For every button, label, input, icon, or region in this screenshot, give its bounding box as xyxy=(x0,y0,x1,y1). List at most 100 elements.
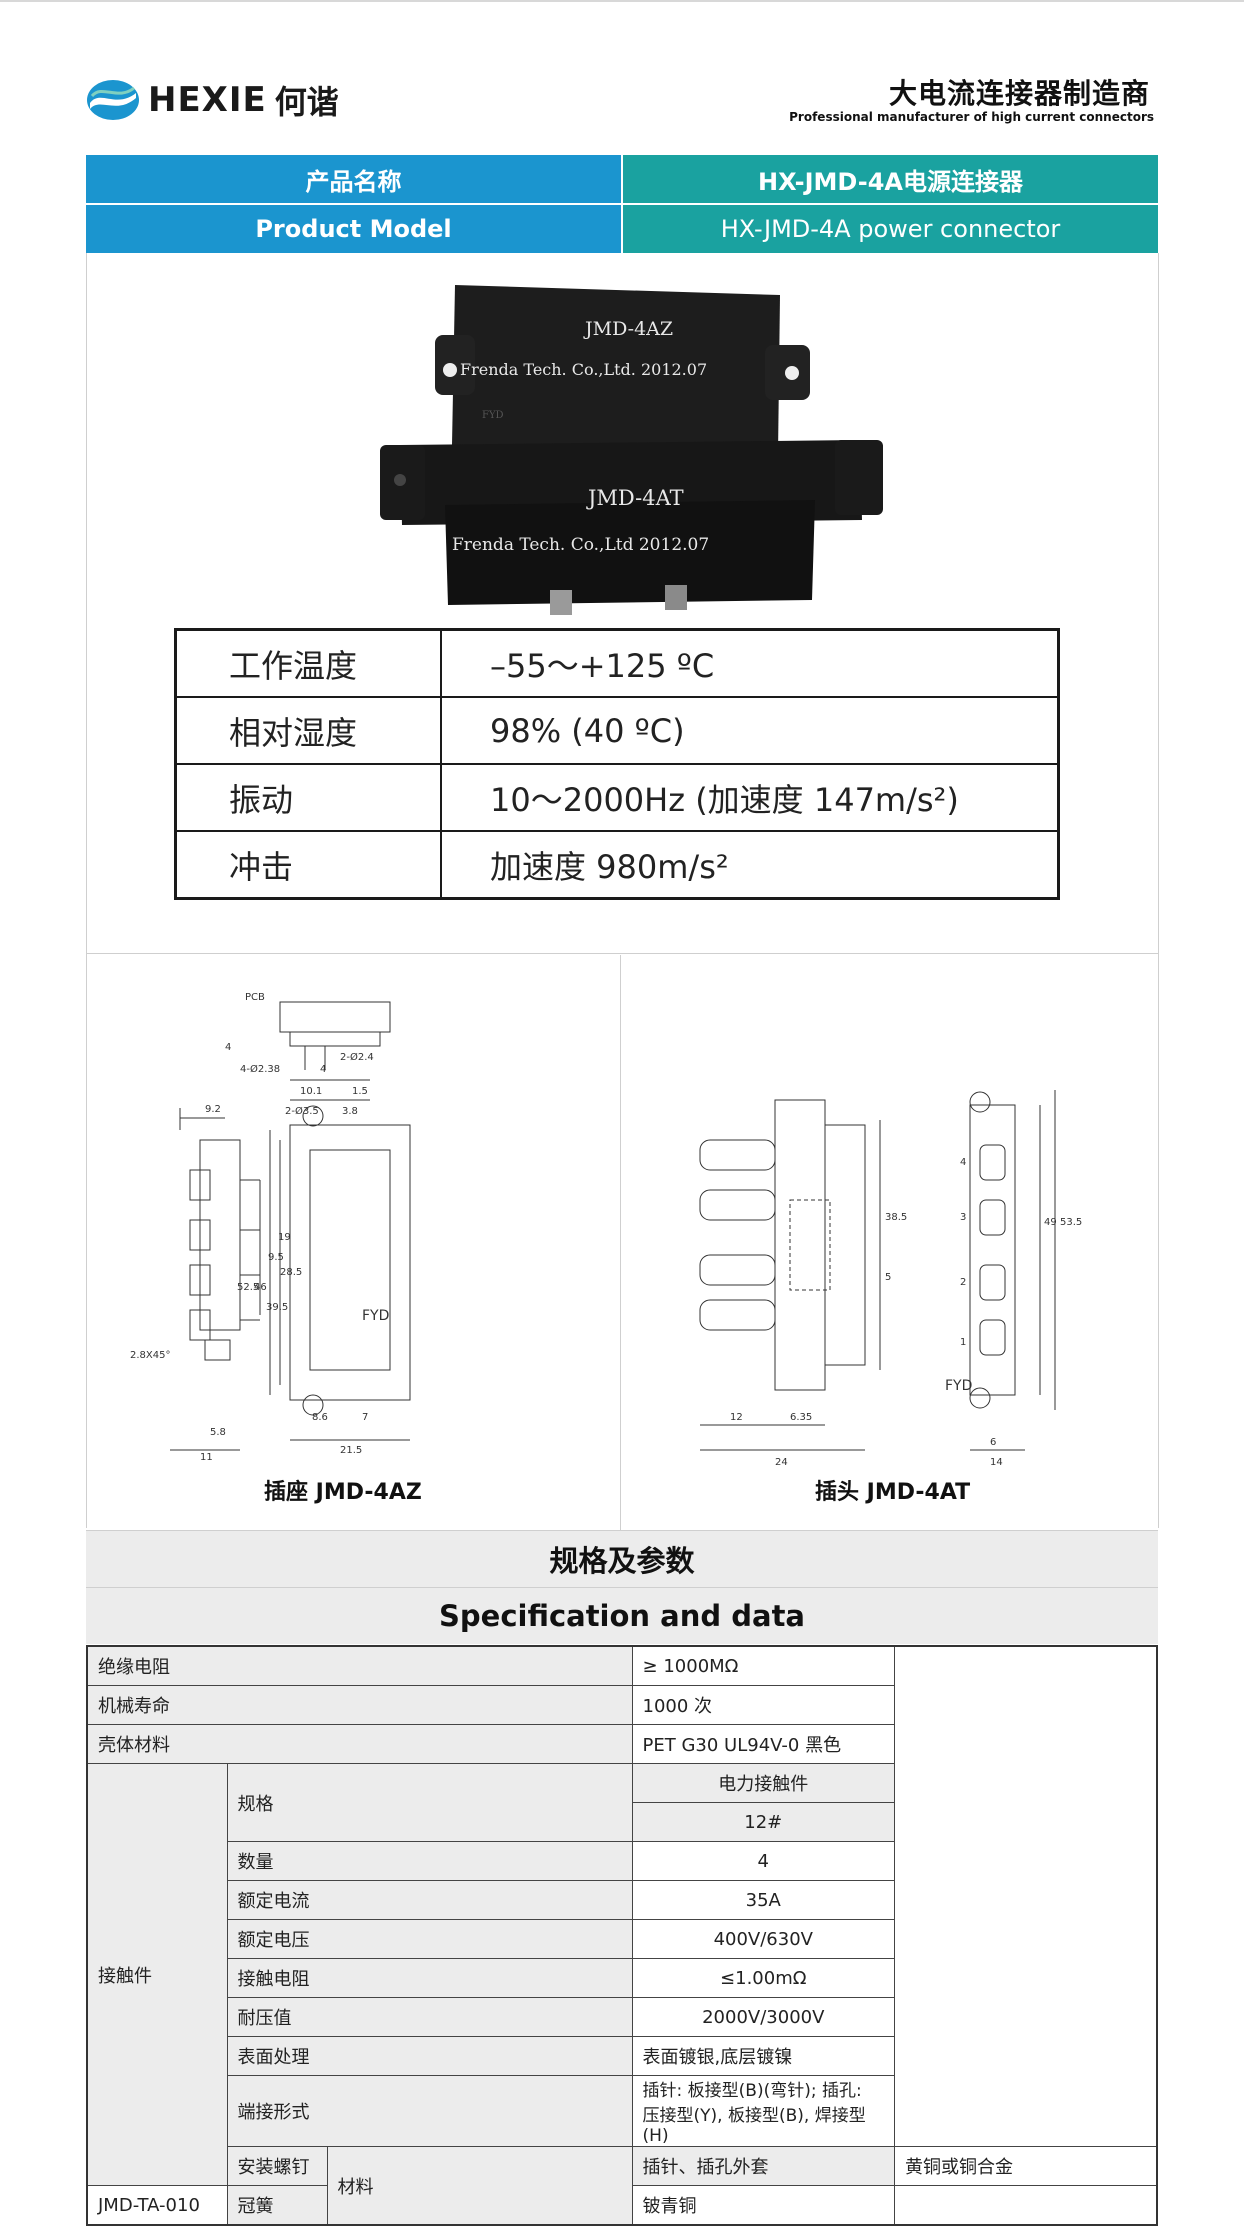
frame-right-border xyxy=(1158,253,1159,1528)
dim-label: 39.5 xyxy=(266,1302,288,1313)
spec-key: 规格 xyxy=(226,1763,633,1842)
env-value: 98% (40 ºC) xyxy=(440,696,1060,765)
product-name-value: HX-JMD-4A电源连接器 xyxy=(623,155,1158,203)
brand-name-cn: 何谐 xyxy=(274,83,339,121)
spec-value: 35A xyxy=(631,1880,896,1920)
table-row: 工作温度 –55～+125 ºC xyxy=(174,628,1060,698)
product-name-row: 产品名称 HX-JMD-4A电源连接器 xyxy=(86,155,1158,203)
dim-label: 5 xyxy=(885,1272,891,1283)
dim-label: 9.5 xyxy=(268,1252,284,1263)
spec-value: 400V/630V xyxy=(631,1919,896,1959)
spec-key: 额定电压 xyxy=(226,1919,633,1959)
product-model-row: Product Model HX-JMD-4A power connector xyxy=(86,205,1158,253)
table-row: 机械寿命 1000 次 xyxy=(86,1685,1157,1725)
dim-label: 3 xyxy=(960,1212,966,1223)
spec-key: 材料 xyxy=(326,2146,633,2226)
product-photo: JMD-4AZ Frenda Tech. Co.,Ltd. 2012.07 FY… xyxy=(380,285,883,615)
brand-logo: HEXIE 何谐 xyxy=(86,78,339,122)
table-row: 额定电流 35A xyxy=(87,1880,1157,1920)
spec-value: PET G30 UL94V-0 黑色 xyxy=(631,1724,896,1764)
dim-label: 9.2 xyxy=(205,1104,221,1115)
table-row: 接触电阻 ≤1.00mΩ xyxy=(87,1958,1157,1998)
brand-name: HEXIE xyxy=(148,80,267,120)
product-model-value: HX-JMD-4A power connector xyxy=(623,205,1158,253)
photo-label-bottom: JMD-4AT xyxy=(586,486,684,510)
spec-value: 表面镀银,底层镀镍 xyxy=(631,2036,896,2076)
table-row: 端接形式 插针: 板接型(B)(弯针); 插孔: 压接型(Y), 板接型(B),… xyxy=(87,2075,1157,2147)
spec-key: 表面处理 xyxy=(226,2036,633,2076)
dim-label: 3.8 xyxy=(342,1106,358,1117)
env-value: 加速度 980m/s² xyxy=(440,830,1060,900)
spec-title-en: Specification and data xyxy=(86,1587,1158,1644)
dim-label: 7 xyxy=(362,1412,368,1423)
dim-label: FYD xyxy=(362,1308,389,1324)
dim-label: 2.8X45° xyxy=(130,1350,170,1361)
dim-label: 4 xyxy=(960,1157,966,1168)
dim-label: 5.8 xyxy=(210,1427,226,1438)
dim-label: 38.5 xyxy=(885,1212,907,1223)
socket-caption: 插座 JMD-4AZ xyxy=(264,1480,422,1505)
spec-value: 2000V/3000V xyxy=(631,1997,896,2037)
hexie-logo-icon xyxy=(87,80,139,120)
socket-drawing: PCB 2-Ø2.4 4-Ø2.38 10.1 1.5 4 4 9.2 2-Ø3… xyxy=(130,992,411,1463)
spec-value: JMD-TA-010 xyxy=(86,2185,228,2226)
photo-maker-top: Frenda Tech. Co.,Ltd. 2012.07 xyxy=(460,360,707,379)
dim-label: 1.5 xyxy=(352,1086,368,1097)
spec-key: 壳体材料 xyxy=(86,1724,633,1764)
env-key: 冲击 xyxy=(174,830,442,900)
table-row: 壳体材料 PET G30 UL94V-0 黑色 xyxy=(86,1724,1157,1764)
table-row: 冲击 加速度 980m/s² xyxy=(174,830,1060,900)
dim-label: 6 xyxy=(990,1437,996,1448)
spec-key: 冠簧 xyxy=(226,2185,328,2226)
table-row: 额定电压 400V/630V xyxy=(87,1919,1157,1959)
dim-label: 14 xyxy=(990,1457,1003,1468)
plug-drawing: 38.5 5 12 6.35 24 49 53.5 6 14 1 2 3 4 F… xyxy=(699,1090,1082,1468)
table-row: 表面处理 表面镀银,底层镀镍 xyxy=(87,2036,1157,2076)
spec-key: 安装螺钉 xyxy=(226,2146,328,2186)
photo-fyd: FYD xyxy=(482,410,504,421)
photo-maker-bottom: Frenda Tech. Co.,Ltd 2012.07 xyxy=(452,535,709,555)
dim-label: 19 xyxy=(278,1232,291,1243)
spec-key: 端接形式 xyxy=(226,2075,633,2147)
dim-label: 46 xyxy=(254,1282,267,1293)
env-key: 振动 xyxy=(174,763,442,832)
dim-label: 2-Ø2.4 xyxy=(340,1051,374,1063)
dim-label: 12 xyxy=(730,1412,743,1423)
spec-value: 1000 次 xyxy=(631,1685,896,1725)
spec-value: 铍青铜 xyxy=(631,2185,896,2226)
dim-label: PCB xyxy=(245,992,265,1003)
dim-label: 4 xyxy=(320,1064,326,1075)
dim-label: 4 xyxy=(225,1042,231,1053)
drawing-separator xyxy=(620,955,621,1530)
dim-label: 21.5 xyxy=(340,1445,362,1456)
spec-key: 插针、插孔外套 xyxy=(631,2146,896,2186)
spec-value: 12# xyxy=(631,1802,896,1842)
dim-label: 2 xyxy=(960,1277,966,1288)
dim-label: 49 xyxy=(1044,1217,1057,1228)
table-row: 绝缘电阻 ≥ 1000MΩ xyxy=(86,1645,1157,1686)
spec-title-cn: 规格及参数 xyxy=(86,1530,1158,1587)
spec-value: 黄铜或铜合金 xyxy=(894,2146,1158,2186)
dim-label: 8.6 xyxy=(312,1412,328,1423)
dim-label: 2-Ø3.5 xyxy=(285,1105,319,1117)
table-row: 数量 4 xyxy=(87,1841,1157,1881)
frame-left-border xyxy=(86,253,87,1528)
dim-label: 11 xyxy=(200,1452,213,1463)
table-row: 振动 10～2000Hz (加速度 147m/s²) xyxy=(174,763,1060,832)
dim-label: 4-Ø2.38 xyxy=(240,1063,280,1075)
spec-value: 电力接触件 xyxy=(631,1763,896,1803)
dim-label: 6.35 xyxy=(790,1412,812,1423)
env-value: –55～+125 ºC xyxy=(440,628,1060,698)
table-row: 相对湿度 98% (40 ºC) xyxy=(174,696,1060,765)
dim-label: 1 xyxy=(960,1337,966,1348)
spec-table: 绝缘电阻 ≥ 1000MΩ 机械寿命 1000 次 壳体材料 PET G30 U… xyxy=(86,1645,1158,2226)
spec-key: 耐压值 xyxy=(226,1997,633,2037)
spec-key: 接触电阻 xyxy=(226,1958,633,1998)
photo-label-top: JMD-4AZ xyxy=(583,318,673,340)
spec-key: 机械寿命 xyxy=(86,1685,633,1725)
dim-label: 10.1 xyxy=(300,1086,322,1097)
section-divider xyxy=(86,953,1158,954)
spec-key: 绝缘电阻 xyxy=(86,1645,633,1686)
environment-table: 工作温度 –55～+125 ºC 相对湿度 98% (40 ºC) 振动 10～… xyxy=(174,628,1060,900)
table-row: 安装螺钉 材料 插针、插孔外套 黄铜或铜合金 xyxy=(87,2146,1158,2226)
